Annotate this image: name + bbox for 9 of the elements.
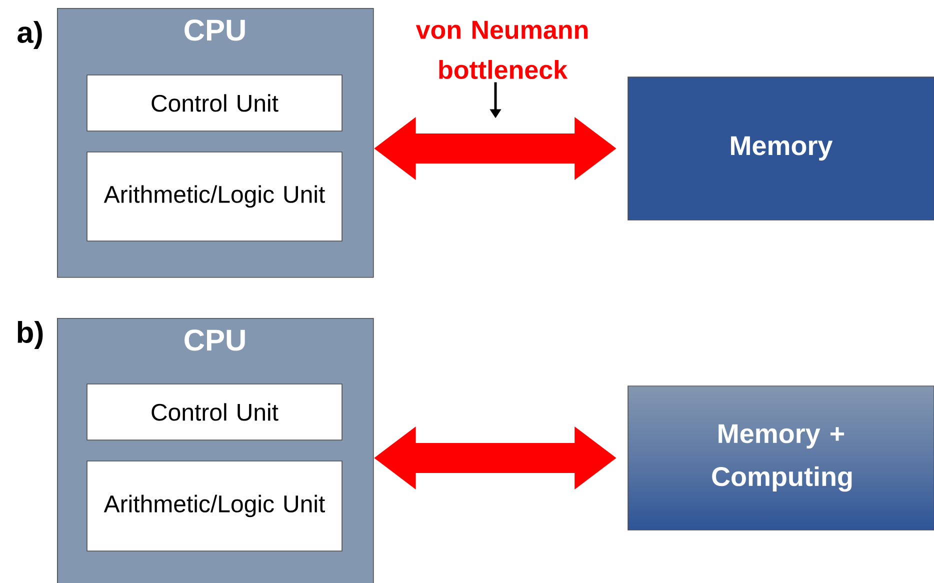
unit-box: Control Unit	[86, 74, 342, 132]
unit-box: Arithmetic/Logic Unit	[86, 152, 342, 242]
panel-label: b)	[18, 321, 43, 349]
panel-label: a)	[18, 21, 42, 49]
annotation-text: von Neumann bottleneck	[416, 20, 588, 80]
memory-box: Memory	[628, 76, 934, 220]
memory-box: Memory + Computing	[628, 386, 934, 530]
unit-box: Control Unit	[86, 384, 342, 440]
unit-box: Arithmetic/Logic Unit	[86, 460, 342, 552]
